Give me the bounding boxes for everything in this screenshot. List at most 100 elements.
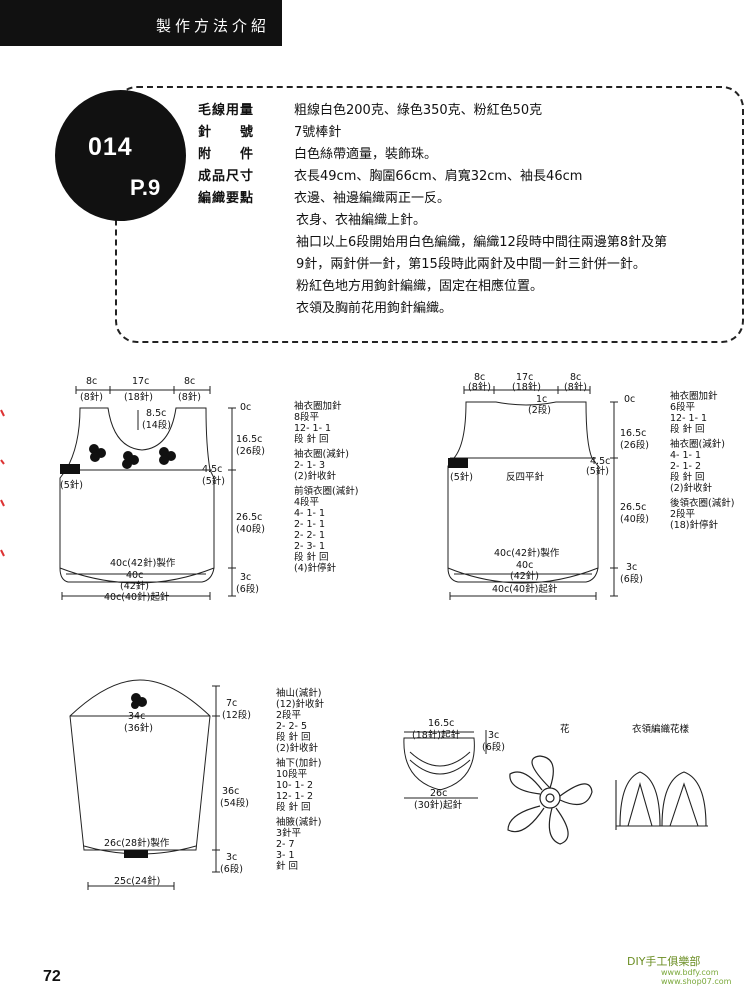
note-line: 2- 2- 5 (276, 721, 308, 732)
note-line: 段 針 回 (670, 424, 705, 435)
pattern-page-ref: P.9 (130, 175, 161, 200)
label-sleeve-cap-rows: (12段) (222, 709, 251, 721)
label-front-body: 26.5c (236, 512, 262, 523)
note-line: 4- 1- 1 (670, 450, 702, 461)
note-line: 袖山(減針) (276, 688, 322, 699)
margin-marks (0, 409, 5, 557)
spec-value: 粗線白色200克、綠色350克、粉紅色50克 (294, 103, 543, 118)
note-line: 袖下(加針) (276, 758, 322, 769)
label-sleeve-cap-st: (36針) (124, 722, 153, 734)
note-line: 2- 1- 1 (294, 519, 326, 530)
note-line: 針 回 (276, 861, 299, 872)
note-line: 2段平 (670, 509, 696, 520)
label-back-b4: 40c(40針)起針 (492, 583, 558, 595)
label-front-left-st: (5針) (60, 479, 83, 491)
note-line: 2- 2- 1 (294, 530, 326, 541)
spec-label: 成品尺寸 (198, 169, 255, 184)
label-back-zero: 0c (624, 394, 635, 405)
note-line: 袖衣圈(減針) (294, 449, 349, 460)
header-title: 製作方法介紹 (155, 17, 270, 35)
label-sleeve-len-rows: (54段) (220, 797, 249, 809)
instruction-line: 粉紅色地方用鉤針編織，固定在相應位置。 (296, 279, 544, 294)
header-bar: 製作方法介紹 (0, 0, 282, 46)
note-line: 袖腋(減針) (276, 817, 322, 828)
collar-stitch-pattern (615, 771, 708, 830)
page-number: 72 (43, 968, 61, 985)
note-line: 3- 1 (276, 850, 295, 861)
label-back-arm-rows: (26段) (620, 439, 649, 451)
collar-diagram (403, 730, 487, 799)
pattern-number: 014 (88, 133, 133, 161)
label-back-s3: (8針) (564, 381, 587, 393)
spec-label: 針 號 (198, 125, 255, 140)
note-line: 12- 1- 1 (670, 413, 708, 424)
note-line: 2- 1- 2 (670, 461, 702, 472)
label-front-arm-rows: (26段) (236, 445, 265, 457)
note-line: 段 針 回 (276, 732, 311, 743)
instruction-line: 衣領及胸前花用鉤針編織。 (296, 301, 453, 316)
spec-value: 7號棒針 (294, 125, 342, 140)
spec-row-accessories: 附 件 白色絲帶適量，裝飾珠。 (198, 145, 437, 165)
front-piece-diagram (59, 386, 236, 600)
label-front-hem: 3c (240, 572, 251, 583)
spec-value: 白色絲帶適量，裝飾珠。 (294, 147, 438, 162)
label-collar-h-rows: (6段) (482, 741, 505, 753)
instruction-line: 9針，兩針併一針，第15段時此兩針及中間一針三針併一針。 (296, 257, 646, 272)
label-sleeve-cap: 34c (128, 711, 145, 722)
spec-row-yarn: 毛線用量 粗線白色200克、綠色350克、粉紅色50克 (198, 101, 542, 121)
label-collar-top-st: (18針)起針 (412, 729, 461, 741)
note-line: 2- 1- 3 (294, 460, 326, 471)
label-back-neck-rows: (2段) (528, 404, 551, 416)
note-line: 10段平 (276, 769, 308, 780)
note-line: 後領衣圈(減針) (670, 498, 735, 509)
label-front-side: 4.5c (202, 464, 222, 475)
note-line: 4段平 (294, 497, 320, 508)
label-back-s1: (8針) (468, 381, 491, 393)
flower-motif (507, 755, 593, 845)
label-back-left-st: (5針) (450, 471, 473, 483)
note-line: 2段平 (276, 710, 302, 721)
label-front-w1: 8c (86, 376, 97, 387)
spec-label: 毛線用量 (198, 103, 255, 118)
label-back-body-rows: (40段) (620, 513, 649, 525)
spec-label: 附 件 (198, 147, 255, 162)
note-line: (4)針停針 (294, 563, 336, 574)
note-line: 10- 1- 2 (276, 780, 314, 791)
pattern-badge (55, 90, 186, 221)
label-front-w2: 17c (132, 376, 149, 387)
label-sleeve-b2: 25c(24針) (114, 875, 160, 887)
label-back-body: 26.5c (620, 502, 646, 513)
label-front-body-rows: (40段) (236, 523, 265, 535)
note-line: 段 針 回 (294, 434, 329, 445)
note-line: 6段平 (670, 402, 696, 413)
spec-row-points: 編織要點 衣邊、袖邊編織兩正一反。 (198, 189, 450, 209)
label-front-neck-rows: (14段) (142, 419, 171, 431)
note-line: 3針平 (276, 828, 302, 839)
label-back-side-st: (5針) (586, 465, 609, 477)
note-line: (2)針收針 (670, 483, 712, 494)
instruction-line: 衣身、衣袖編織上針。 (296, 213, 427, 228)
label-back-w2: 17c (516, 372, 533, 383)
label-front-s2: (18針) (124, 391, 153, 403)
watermark-url: www.bdfy.com www.shop07.com (661, 968, 732, 986)
label-front-b3: (42針) (120, 580, 149, 592)
back-piece-diagram (447, 386, 618, 600)
label-front-neck: 8.5c (146, 408, 166, 419)
note-line: (18)針停針 (670, 520, 719, 531)
label-front-b1: 40c(42針)製作 (110, 557, 176, 569)
note-line: 前領衣圈(減針) (294, 486, 359, 497)
note-line: 8段平 (294, 412, 320, 423)
label-front-s3: (8針) (178, 391, 201, 403)
label-front-zero: 0c (240, 402, 251, 413)
label-sleeve-cuff: 3c (226, 852, 237, 863)
label-back-s2: (18針) (512, 381, 541, 393)
label-collar-bottom-st: (30針)起針 (414, 799, 463, 811)
note-line: 12- 1- 1 (294, 423, 332, 434)
spec-value: 衣長49cm、胸圍66cm、肩寬32cm、袖長46cm (294, 169, 583, 184)
label-front-b4: 40c(40針)起針 (104, 591, 170, 603)
label-sleeve-cuff-rows: (6段) (220, 863, 243, 875)
label-collar-top: 16.5c (428, 718, 454, 729)
